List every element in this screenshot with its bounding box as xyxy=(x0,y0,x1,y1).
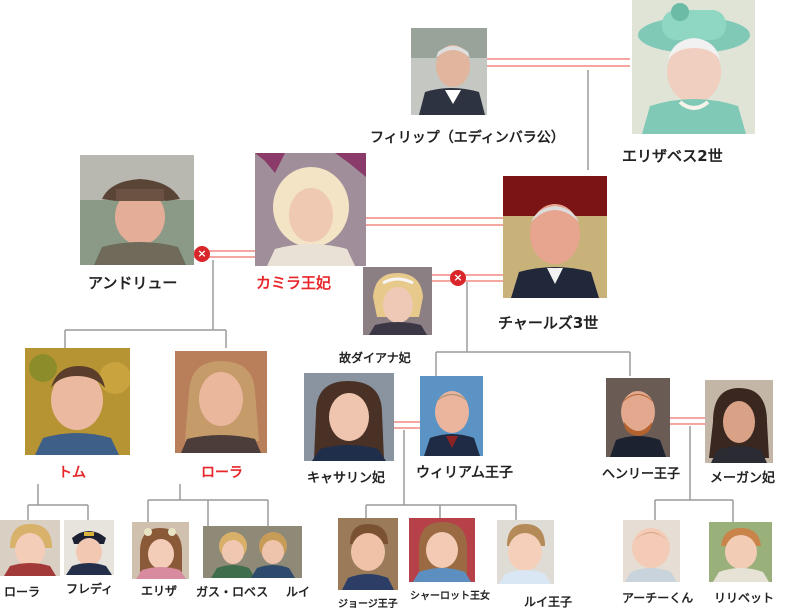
eliza-photo xyxy=(132,522,189,579)
archie-name: アーチーくん xyxy=(622,591,694,605)
charles-photo xyxy=(503,176,607,298)
louie-name: ルイ xyxy=(286,585,311,599)
meghan-name: メーガン妃 xyxy=(710,471,776,486)
george-name: ジョージ王子 xyxy=(338,599,398,610)
divorce-marker-andrew-camilla: × xyxy=(194,246,210,262)
camilla-name: カミラ王妃 xyxy=(256,274,332,292)
laura-name: ローラ xyxy=(201,465,243,481)
catherine-photo xyxy=(304,373,394,461)
andrew-photo xyxy=(80,155,194,265)
lola-name: ローラ xyxy=(4,585,41,599)
charlotte-name: シャーロット王女 xyxy=(410,591,490,602)
freddie-name: フレディ xyxy=(66,582,114,596)
philip-photo xyxy=(411,28,487,115)
charles-name: チャールズ3世 xyxy=(498,314,599,332)
tom-photo xyxy=(25,348,130,455)
diana-name: 故ダイアナ妃 xyxy=(339,351,411,365)
elizabeth-name: エリザベス2世 xyxy=(622,147,723,165)
tom-name: トム xyxy=(58,465,86,481)
elizabeth-photo xyxy=(632,0,755,134)
louis-photo xyxy=(497,520,554,584)
william-photo xyxy=(420,376,483,456)
philip-name: フィリップ（エディンバラ公） xyxy=(370,130,565,146)
descent-lines xyxy=(27,70,734,526)
camilla-photo xyxy=(255,153,366,266)
catherine-name: キャサリン妃 xyxy=(307,471,386,486)
gus-name: ガス・ロベス xyxy=(196,585,269,599)
lilibet-name: リリベット xyxy=(714,591,775,605)
henry-name: ヘンリー王子 xyxy=(602,467,681,482)
lola-photo xyxy=(0,520,60,576)
henry-photo xyxy=(606,378,670,457)
george-photo xyxy=(338,518,398,590)
meghan-photo xyxy=(705,380,773,463)
archie-photo xyxy=(623,520,680,582)
lilibet-photo xyxy=(709,522,772,582)
diana-photo xyxy=(363,267,432,335)
freddie-photo xyxy=(64,520,114,575)
divorce-marker-charles-diana: × xyxy=(450,270,466,286)
charlotte-photo xyxy=(409,518,475,582)
louis-name: ルイ王子 xyxy=(524,595,573,609)
eliza-name: エリザ xyxy=(141,584,178,598)
william-name: ウィリアム王子 xyxy=(416,465,514,481)
andrew-name: アンドリュー xyxy=(88,274,178,292)
laura-photo xyxy=(175,351,267,453)
gus-louie-photo xyxy=(203,526,302,578)
